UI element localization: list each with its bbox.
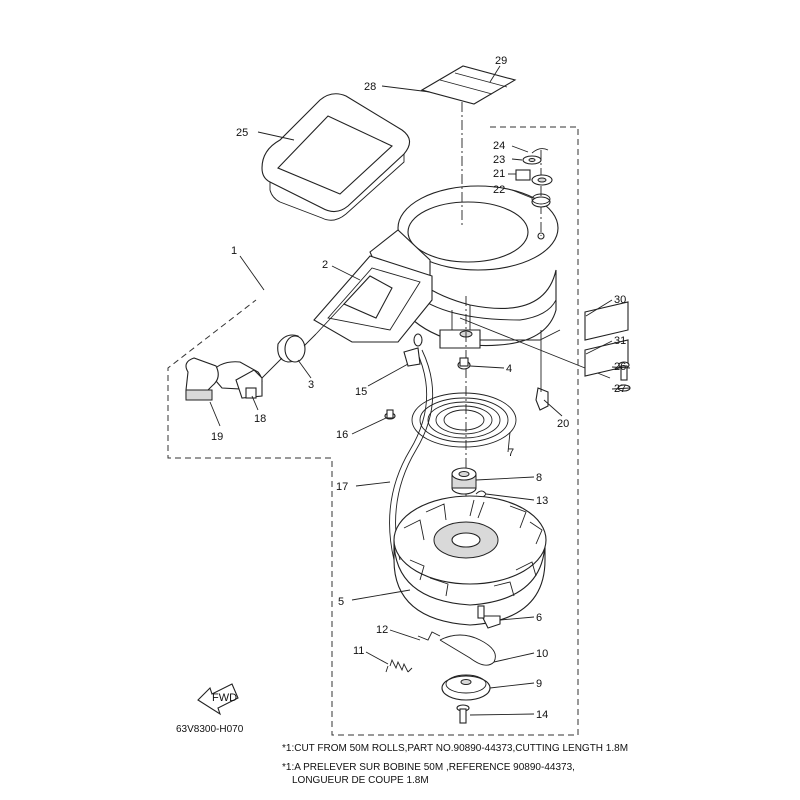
callout-14: 14 — [536, 709, 548, 721]
retainer-hardware-21-24 — [515, 148, 553, 208]
callout-12: 12 — [376, 624, 388, 636]
note-french-2: LONGUEUR DE COUPE 1.8M — [292, 775, 429, 786]
callout-5: 5 — [338, 596, 344, 608]
starter-housing — [313, 185, 611, 379]
callout-23: 23 — [493, 154, 505, 166]
callout-17: 17 — [336, 481, 348, 493]
filter-frame-25 — [261, 93, 411, 221]
callout-27: 27 — [614, 383, 626, 395]
callout-20: 20 — [557, 418, 569, 430]
note-french-1: *1:A PRELEVER SUR BOBINE 50M ,REFERENCE … — [282, 762, 575, 773]
leader-lines — [209, 65, 631, 716]
part-callouts: 29 28 25 24 23 21 22 1 2 30 31 26 27 3 4… — [211, 55, 626, 721]
callout-11: 11 — [353, 645, 364, 657]
callout-21: 21 — [493, 168, 505, 180]
callout-29: 29 — [495, 55, 507, 67]
callout-26: 26 — [614, 361, 626, 373]
decal-labels-28-29 — [420, 65, 517, 105]
pawl-6 — [477, 605, 501, 629]
callout-1: 1 — [231, 245, 237, 257]
callout-28: 28 — [364, 81, 376, 93]
callout-30: 30 — [614, 294, 626, 306]
friction-spring-10 — [439, 634, 496, 666]
clip-20 — [535, 330, 549, 411]
fwd-arrow-icon: FWD — [197, 683, 239, 716]
callout-31: 31 — [614, 335, 626, 347]
callout-25: 25 — [236, 127, 248, 139]
callout-15: 15 — [355, 386, 367, 398]
bolt-4 — [457, 357, 471, 370]
callout-24: 24 — [493, 140, 505, 152]
rope-handle-assembly — [185, 303, 345, 401]
sheave-drum-5 — [393, 495, 547, 626]
callout-9: 9 — [536, 678, 542, 690]
callout-8: 8 — [536, 472, 542, 484]
spring-12 — [417, 631, 441, 641]
screw-16 — [384, 409, 396, 420]
callout-6: 6 — [536, 612, 542, 624]
fwd-label: FWD — [212, 692, 237, 704]
drawing-code: 63V8300-H070 — [176, 724, 244, 735]
grommet-15 — [403, 333, 423, 367]
callout-4: 4 — [506, 363, 512, 375]
callout-22: 22 — [493, 184, 505, 196]
note-english: *1:CUT FROM 50M ROLLS,PART NO.90890-4437… — [282, 743, 629, 754]
drive-plate-9 — [441, 674, 491, 701]
callout-16: 16 — [336, 429, 348, 441]
assembly-boundary — [167, 126, 579, 736]
return-spring-11 — [385, 658, 413, 673]
spiral-spring-7 — [411, 392, 517, 448]
callout-13: 13 — [536, 495, 548, 507]
callout-10: 10 — [536, 648, 548, 660]
callout-19: 19 — [211, 431, 223, 443]
callout-3: 3 — [308, 379, 314, 391]
bushing-8 — [451, 467, 477, 495]
callout-18: 18 — [254, 413, 266, 425]
callout-2: 2 — [322, 259, 328, 271]
callout-7: 7 — [508, 447, 514, 459]
bolt-14 — [456, 704, 470, 724]
